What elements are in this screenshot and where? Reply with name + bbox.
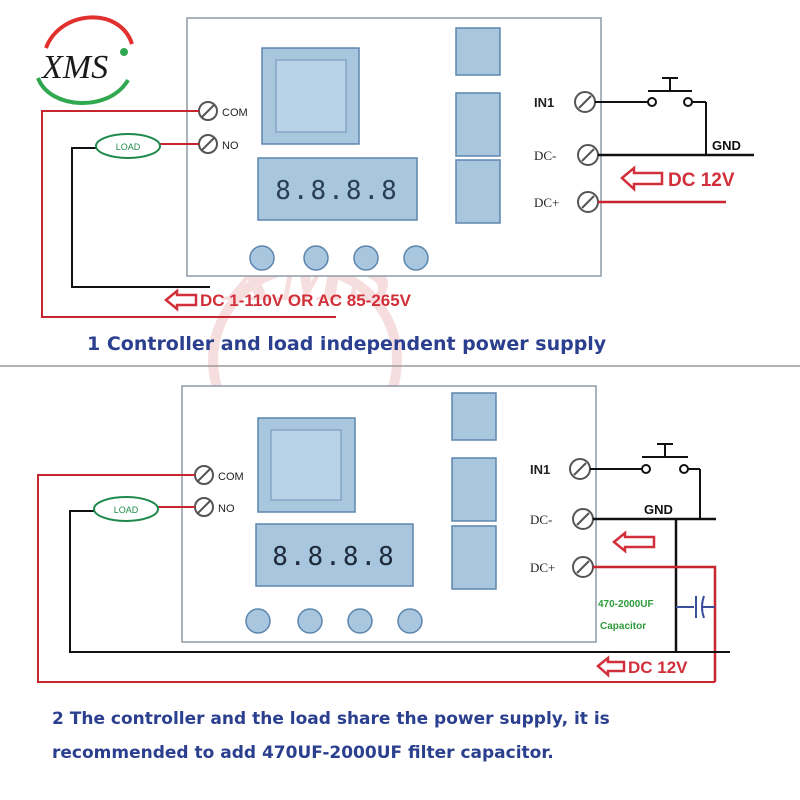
wire-load-black-2 <box>69 510 730 653</box>
terminal-com-label-1: COM <box>222 107 248 119</box>
arrow-left-icon-1b <box>164 288 198 312</box>
caption-2-line-2: recommended to add 470UF-2000UF filter c… <box>52 743 554 763</box>
terminal-dc-plus-label-2: DC+ <box>530 560 555 575</box>
diagram-2: 8.8.8.8 COM NO IN1 DC- DC+ <box>37 385 730 763</box>
terminal-dc-minus-label-2: DC- <box>530 512 552 527</box>
logo-text: XMS <box>40 49 108 86</box>
logo-dot <box>120 48 128 56</box>
terminal-no-1 <box>198 134 218 154</box>
module-button-2b <box>297 608 323 634</box>
logo-arc-bottom <box>36 77 130 105</box>
load-1 <box>95 133 161 159</box>
terminal-dc-plus-1 <box>577 191 599 213</box>
component-block-1c <box>455 159 501 224</box>
terminal-no-2 <box>194 497 214 517</box>
display-readout-2: 8.8.8.8 <box>272 542 396 572</box>
terminal-com-1 <box>198 101 218 121</box>
module-board-1 <box>186 17 602 277</box>
relay-top-1 <box>275 59 347 133</box>
module-button-2c <box>347 608 373 634</box>
wire-dc-plus-2 <box>593 565 717 682</box>
display-readout-1: 8.8.8.8 <box>275 176 399 206</box>
terminal-in1-2 <box>569 458 591 480</box>
module-button-2a <box>245 608 271 634</box>
capacitor-icon <box>676 595 715 619</box>
capacitor-value-label: 470-2000UF <box>598 599 654 610</box>
arrow-left-icon-2 <box>612 530 656 554</box>
push-switch-1 <box>595 77 707 155</box>
relay-top-2 <box>270 429 342 501</box>
module-button-1c <box>353 245 379 271</box>
terminal-com-label-2: COM <box>218 471 244 483</box>
arrow-left-icon-1 <box>620 165 664 192</box>
capacitor-name-label: Capacitor <box>600 621 646 632</box>
component-block-1a <box>455 27 501 76</box>
wire-load-black-1 <box>71 147 210 288</box>
terminal-com-2 <box>194 465 214 485</box>
logo-arc-top <box>44 15 134 49</box>
terminal-in1-1 <box>574 91 596 113</box>
arrow-left-icon-2b <box>596 655 626 678</box>
load-2 <box>93 496 159 522</box>
component-block-1b <box>455 92 501 157</box>
supply-bottom-label-1: DC 1-110V OR AC 85-265V <box>200 291 412 310</box>
component-block-2c <box>451 525 497 590</box>
gnd-label-2: GND <box>644 502 673 517</box>
display-1 <box>257 157 418 221</box>
diagram-1: 8.8.8.8 COM NO IN1 DC- DC+ <box>41 17 754 355</box>
terminal-dc-minus-1 <box>577 144 599 166</box>
display-2 <box>255 523 414 587</box>
terminal-dc-minus-2 <box>572 508 594 530</box>
load-label-1: LOAD <box>116 142 141 152</box>
load-label-2: LOAD <box>114 505 139 515</box>
terminal-no-label-1: NO <box>222 140 239 152</box>
module-button-2d <box>397 608 423 634</box>
gnd-label-1: GND <box>712 138 741 153</box>
caption-2-line-1: 2 The controller and the load share the … <box>52 709 610 729</box>
caption-1: 1 Controller and load independent power … <box>87 333 607 355</box>
terminal-no-label-2: NO <box>218 503 235 515</box>
terminal-in1-label-1: IN1 <box>534 95 554 110</box>
module-button-1d <box>403 245 429 271</box>
terminal-dc-plus-label-1: DC+ <box>534 195 559 210</box>
xms-logo: XMS <box>36 15 134 105</box>
push-switch-2 <box>590 443 701 519</box>
module-button-1a <box>249 245 275 271</box>
supply-bottom-label-2: DC 12V <box>628 658 688 677</box>
module-button-1b <box>303 245 329 271</box>
supply-right-label-1: DC 12V <box>668 170 735 191</box>
component-block-2b <box>451 457 497 522</box>
terminal-dc-plus-2 <box>572 556 594 578</box>
wire-com-red-2 <box>37 474 715 683</box>
wire-com-red-1 <box>41 110 336 318</box>
module-board-2 <box>181 385 597 643</box>
terminal-in1-label-2: IN1 <box>530 462 550 477</box>
component-block-2a <box>451 392 497 441</box>
terminal-dc-minus-label-1: DC- <box>534 148 556 163</box>
